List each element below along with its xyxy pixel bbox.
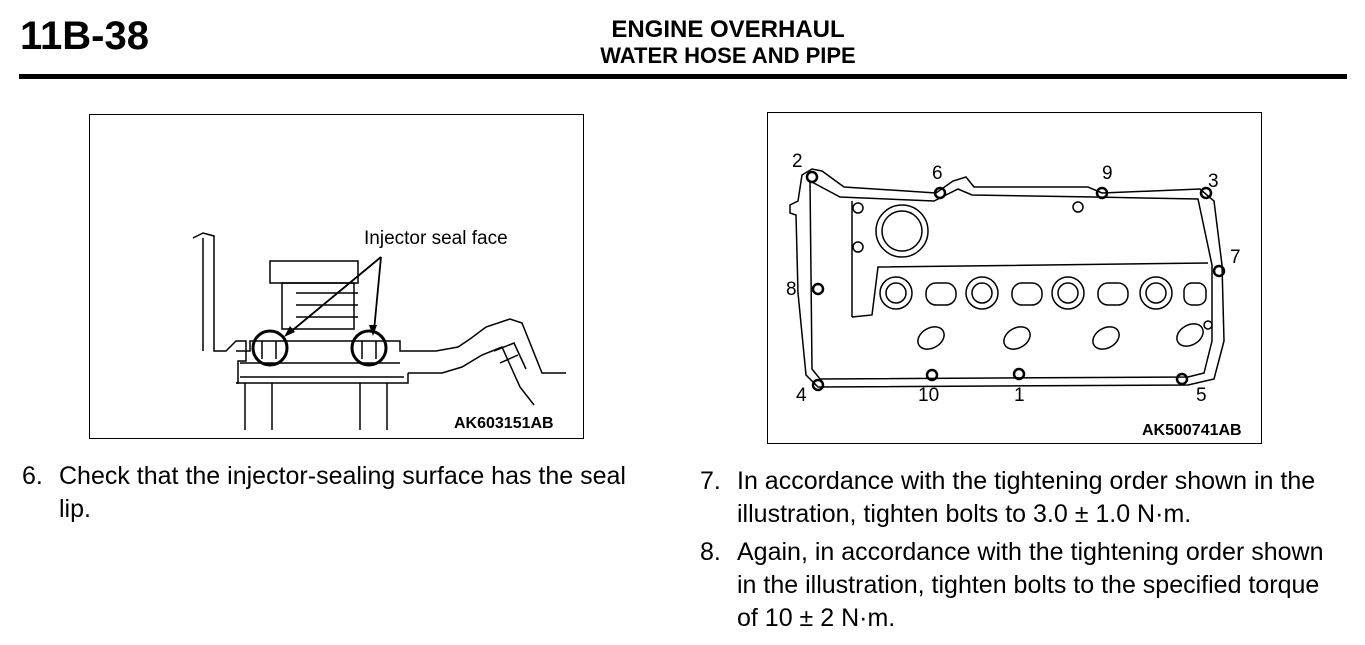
bolt-label-5: 5 <box>1196 385 1207 406</box>
rocker-cover-drawing <box>789 168 1226 392</box>
bolt-label-8: 8 <box>786 279 797 300</box>
injector-seal-callout: Injector seal face <box>364 228 508 249</box>
bolt-label-10: 10 <box>918 385 940 406</box>
bolt-label-6: 6 <box>932 163 943 184</box>
figure-code: AK500741AB <box>1142 422 1242 439</box>
section-title: ENGINE OVERHAUL <box>611 16 845 43</box>
bolt-label-2: 2 <box>792 151 803 172</box>
bolt-label-7: 7 <box>1230 247 1241 268</box>
step-text: In accordance with the tightening order … <box>737 467 1316 528</box>
step-number: 6. <box>22 462 43 490</box>
header-rule <box>19 74 1347 79</box>
step-number: 7. <box>700 467 721 495</box>
page-number: 11B-38 <box>20 14 149 58</box>
bolt-label-3: 3 <box>1208 171 1219 192</box>
procedure-step-6: 6. Check that the injector-sealing surfa… <box>22 460 642 530</box>
figure-code: AK603151AB <box>454 415 554 432</box>
header-titles: ENGINE OVERHAUL WATER HOSE AND PIPE <box>528 17 928 69</box>
procedure-step-7: 7. In accordance with the tightening ord… <box>700 465 1340 535</box>
bolt-label-9: 9 <box>1102 163 1113 184</box>
bolt-label-4: 4 <box>796 385 807 406</box>
step-text: Check that the injector-sealing surface … <box>59 462 626 523</box>
bolt-label-1: 1 <box>1014 385 1025 406</box>
injector-seal-drawing <box>192 232 566 430</box>
injector-seal-figure: Injector seal face AK603151AB <box>89 114 584 439</box>
subsection-title: WATER HOSE AND PIPE <box>600 43 856 68</box>
step-number: 8. <box>700 538 721 566</box>
step-text: Again, in accordance with the tightening… <box>737 538 1324 632</box>
bolt-order-figure: 1 2 3 4 5 6 7 8 9 10 AK500741AB <box>767 112 1262 444</box>
procedure-step-8: 8. Again, in accordance with the tighten… <box>700 536 1340 638</box>
